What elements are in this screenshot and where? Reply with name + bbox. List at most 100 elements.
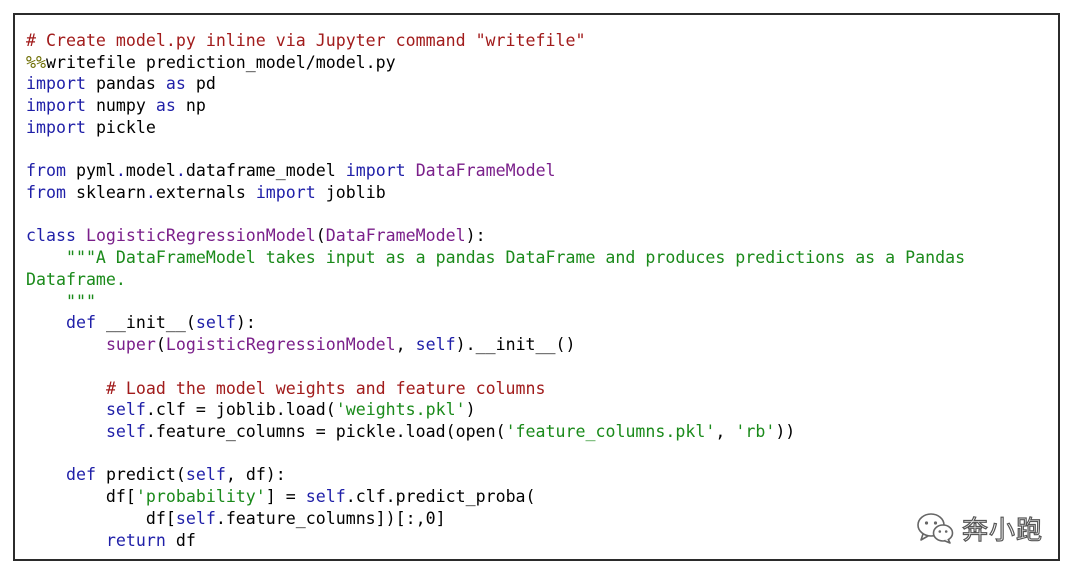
code-token-self: self: [185, 465, 226, 485]
code-token-keyword: as: [155, 96, 176, 116]
code-token-default: ).__init__(): [455, 335, 576, 355]
code-token-default: df: [165, 530, 196, 550]
code-token-string: 'weights.pkl': [335, 400, 466, 420]
code-line: def predict(self, df):: [26, 464, 965, 486]
code-token-default: .feature_columns = pickle.load(open(: [145, 421, 506, 441]
code-token-default: dataframe_model: [185, 161, 346, 181]
code-token-default: [76, 226, 86, 245]
code-token-keyword: def: [65, 465, 96, 485]
code-line: def __init__(self):: [26, 312, 965, 334]
code-token-keyword: import: [26, 74, 86, 94]
code-token-default: .feature_columns])[:,0]: [215, 508, 446, 528]
wechat-icon: [917, 513, 954, 544]
code-token-default: pandas: [85, 74, 166, 94]
code-token-default: [26, 465, 66, 484]
code-token-default: ] =: [265, 487, 306, 507]
code-line: import pickle: [26, 117, 965, 139]
code-token-string: 'rb': [735, 421, 776, 441]
code-token-keyword: .: [145, 183, 156, 203]
code-token-classname: LogisticRegressionModel: [85, 226, 316, 246]
code-line: super(LogisticRegressionModel, self).__i…: [26, 334, 965, 356]
code-token-comment: # Load the model weights and feature col…: [105, 378, 546, 398]
code-token-self: self: [305, 487, 346, 507]
code-token-keyword: import: [26, 117, 86, 137]
code-token-default: externals: [155, 183, 256, 203]
code-token-self: self: [195, 313, 236, 333]
code-token-string: 'probability': [135, 487, 266, 507]
code-line: [26, 139, 965, 161]
code-token-default: ):: [235, 313, 256, 333]
code-token-keyword: .: [115, 161, 126, 181]
code-token-keyword: as: [165, 74, 186, 94]
code-token-default: pickle: [85, 117, 156, 137]
code-line: %%writefile prediction_model/model.py: [26, 52, 965, 74]
code-token-keyword: from: [26, 161, 66, 181]
code-token-keyword: def: [65, 313, 96, 333]
code-token-default: df[: [26, 487, 136, 507]
code-token-default: ):: [465, 226, 486, 246]
code-token-default: pd: [185, 74, 216, 94]
code-token-default: .clf = joblib.load(: [145, 400, 336, 420]
code-line: from sklearn.externals import joblib: [26, 182, 965, 204]
code-token-default: writefile prediction_model/model.py: [45, 52, 396, 72]
code-token-default: __init__(: [95, 313, 196, 333]
code-token-keyword: import: [26, 96, 86, 116]
code-token-default: .clf.predict_proba(: [345, 487, 536, 507]
code-token-default: , df):: [225, 465, 286, 485]
code-line: """: [26, 291, 965, 313]
code-token-default: predict(: [95, 465, 186, 485]
code-token-string: """: [26, 291, 96, 311]
code-token-default: [26, 335, 106, 354]
code-token-self: self: [415, 335, 456, 355]
code-token-keyword: class: [26, 226, 76, 246]
code-token-default: [26, 379, 106, 398]
code-token-keyword: import: [345, 161, 406, 181]
code-token-builtin: super: [105, 335, 156, 355]
code-token-default: (: [155, 335, 166, 355]
code-token-classname: DataFrameModel: [415, 161, 556, 181]
code-line: df[self.feature_columns])[:,0]: [26, 508, 965, 530]
code-token-string: Dataframe.: [26, 269, 126, 289]
code-token-default: [406, 161, 416, 180]
code-token-self: self: [105, 421, 146, 441]
code-token-default: sklearn: [65, 183, 146, 203]
code-token-default: pyml: [65, 161, 116, 181]
code-line: # Create model.py inline via Jupyter com…: [26, 30, 965, 52]
code-line: [26, 204, 965, 226]
code-token-comment: # Create model.py inline via Jupyter com…: [26, 31, 586, 50]
code-token-magic: %%: [26, 52, 46, 72]
code-token-self: self: [175, 508, 216, 528]
code-line: self.feature_columns = pickle.load(open(…: [26, 421, 965, 443]
code-line: class LogisticRegressionModel(DataFrameM…: [26, 225, 965, 247]
code-block-frame: # Create model.py inline via Jupyter com…: [13, 13, 1060, 561]
code-token-self: self: [105, 400, 146, 420]
code-line: import pandas as pd: [26, 73, 965, 95]
code-token-string: 'feature_columns.pkl': [505, 421, 716, 441]
code-line: Dataframe.: [26, 269, 965, 291]
code-token-keyword: .: [175, 161, 186, 181]
code-token-default: ,: [715, 421, 736, 441]
code-line: return df: [26, 530, 965, 552]
code-line: [26, 356, 965, 378]
code-token-default: numpy: [85, 96, 156, 116]
code-token-keyword: import: [255, 183, 316, 203]
code-token-default: [26, 531, 106, 550]
code-token-classname: DataFrameModel: [325, 226, 466, 246]
code-token-default: [26, 400, 106, 419]
code-line: # Load the model weights and feature col…: [26, 378, 965, 400]
code-token-string: """A DataFrameModel takes input as a pan…: [26, 248, 966, 268]
code-token-default: [26, 313, 66, 332]
code-line: [26, 443, 965, 465]
code-line: df['probability'] = self.clf.predict_pro…: [26, 486, 965, 508]
watermark-text: 奔小跑: [961, 515, 1044, 546]
code-token-default: joblib: [315, 183, 386, 203]
code-token-default: df[: [26, 508, 176, 528]
code-token-keyword: return: [105, 530, 166, 550]
code-token-classname: LogisticRegressionModel: [165, 335, 396, 355]
code-token-default: model: [125, 161, 176, 181]
code-line: from pyml.model.dataframe_model import D…: [26, 160, 965, 182]
code-line: import numpy as np: [26, 95, 965, 117]
code-token-default: (: [315, 226, 326, 246]
code-token-default: [26, 422, 106, 441]
code-line: self.clf = joblib.load('weights.pkl'): [26, 399, 965, 421]
